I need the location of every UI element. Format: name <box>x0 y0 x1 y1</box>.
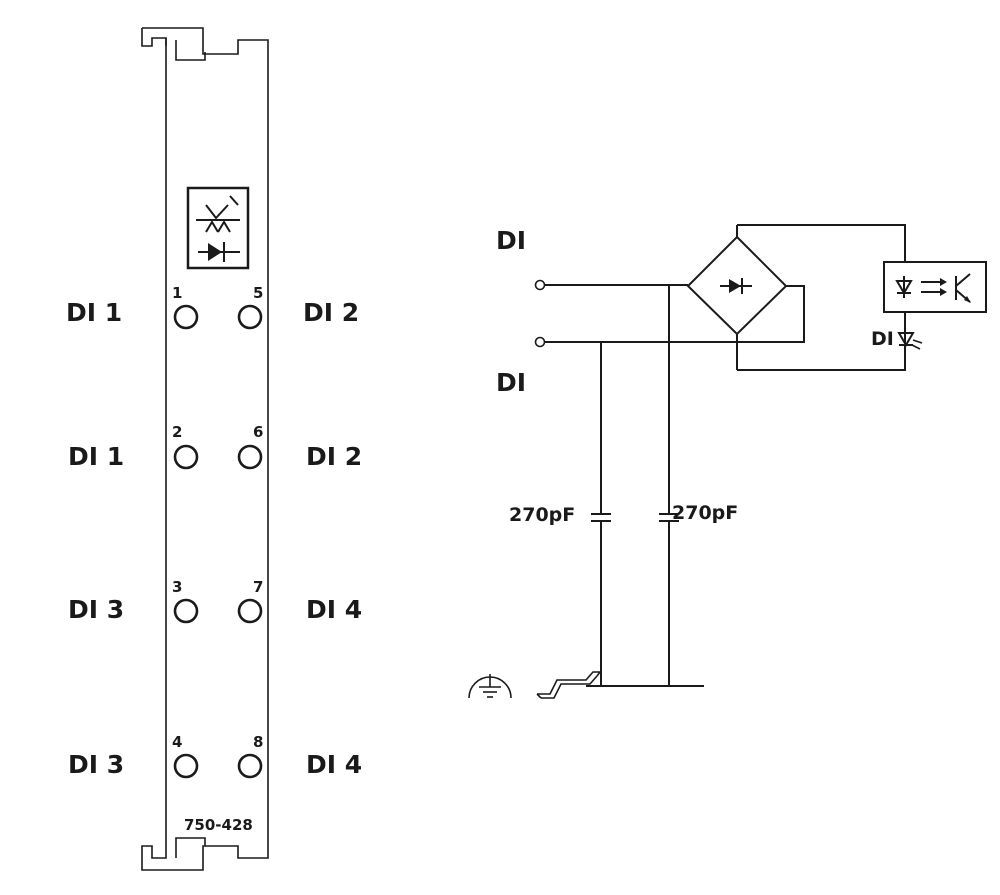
terminal-label: DI 1 <box>68 442 124 471</box>
terminal-number: 8 <box>253 733 263 751</box>
terminal-number: 3 <box>172 578 182 596</box>
module-housing <box>141 27 269 871</box>
input-terminal-bottom <box>534 336 546 348</box>
terminal-label: DI 3 <box>68 595 124 624</box>
led-label: DI <box>871 328 894 350</box>
terminal-label: DI 1 <box>66 298 122 327</box>
terminal-number: 5 <box>253 284 263 302</box>
terminal-6[interactable] <box>237 444 263 470</box>
article-number: 750-428 <box>184 816 253 834</box>
input-label-top: DI <box>496 226 526 255</box>
module-symbol-icon <box>186 186 250 270</box>
terminal-block <box>173 304 263 779</box>
capacitor-2-value: 270pF <box>672 502 738 524</box>
din-rail-icon <box>536 671 601 699</box>
terminal-number: 6 <box>253 423 263 441</box>
input-terminal-top <box>534 279 546 291</box>
terminal-label: DI 2 <box>303 298 359 327</box>
diode-bridge-icon <box>686 225 805 370</box>
capacitor-1-value: 270pF <box>509 504 575 526</box>
terminal-label: DI 3 <box>68 750 124 779</box>
terminal-number: 7 <box>253 578 263 596</box>
terminal-3[interactable] <box>173 598 199 624</box>
terminal-label: DI 4 <box>306 750 362 779</box>
ground-icon <box>468 674 512 699</box>
terminal-2[interactable] <box>173 444 199 470</box>
capacitor-1-icon <box>591 513 611 522</box>
terminal-4[interactable] <box>173 753 199 779</box>
led-icon <box>897 332 923 350</box>
terminal-5[interactable] <box>237 304 263 330</box>
capacitor-2-icon <box>659 513 679 522</box>
terminal-1[interactable] <box>173 304 199 330</box>
input-label-bottom: DI <box>496 368 526 397</box>
terminal-number: 1 <box>172 284 182 302</box>
terminal-number: 2 <box>172 423 182 441</box>
terminal-7[interactable] <box>237 598 263 624</box>
terminal-8[interactable] <box>237 753 263 779</box>
terminal-number: 4 <box>172 733 182 751</box>
optocoupler-icon <box>883 261 987 313</box>
terminal-label: DI 4 <box>306 595 362 624</box>
terminal-label: DI 2 <box>306 442 362 471</box>
